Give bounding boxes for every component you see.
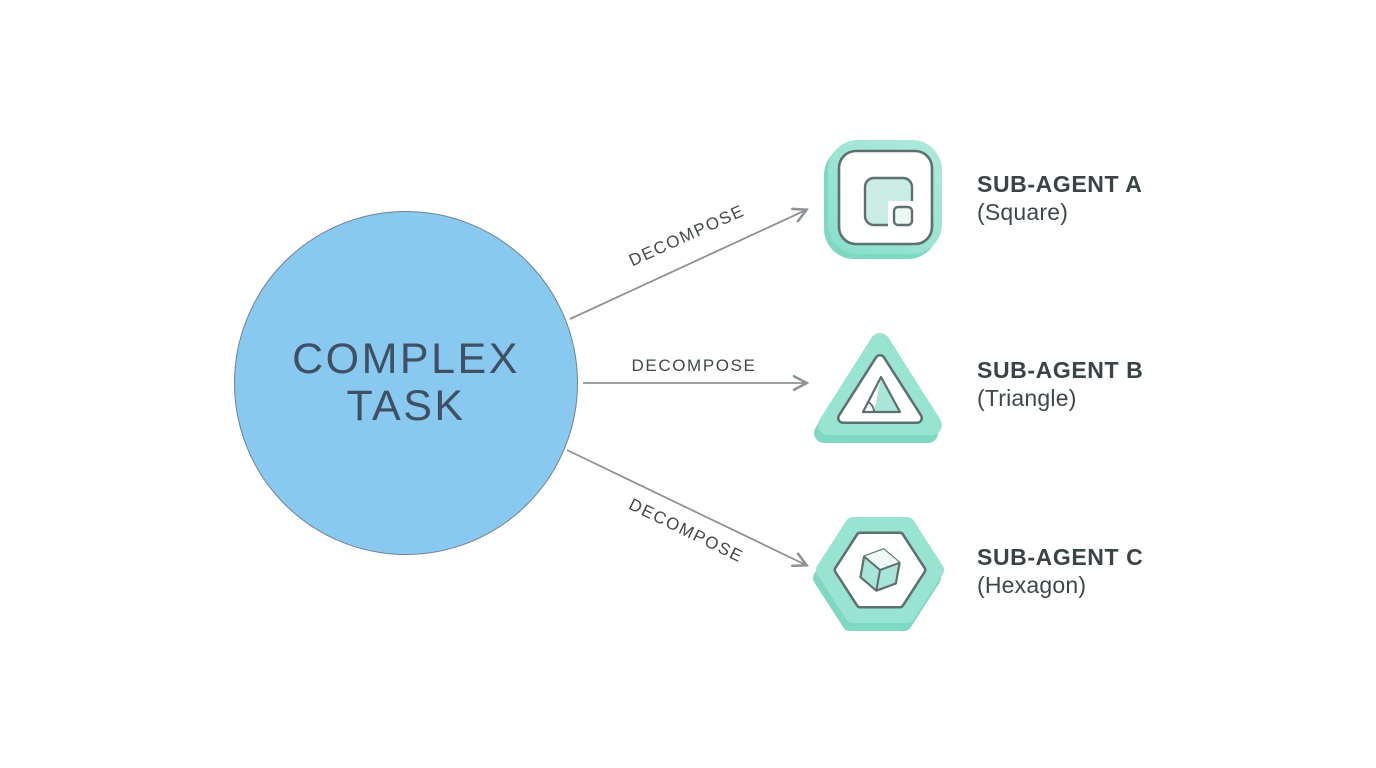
decompose-label-2: DECOMPOSE (631, 356, 757, 375)
subagent-c-shape: (Hexagon) (977, 572, 1087, 598)
square-icon (824, 140, 942, 259)
subagent-a-name: SUB-AGENT A (977, 171, 1143, 197)
complex-task-node: COMPLEX TASK (234, 211, 578, 555)
hexagon-icon (813, 517, 944, 631)
subagent-c-name: SUB-AGENT C (977, 544, 1144, 570)
subagent-b-shape: (Triangle) (977, 385, 1077, 411)
subagent-b-name: SUB-AGENT B (977, 357, 1144, 383)
subagent-a-shape: (Square) (977, 199, 1069, 225)
arrow-to-subagent-a (569, 210, 806, 320)
triangle-icon (814, 333, 942, 443)
arrow-to-subagent-c (566, 449, 806, 565)
subagent-b-label: SUB-AGENT B (Triangle) (977, 356, 1143, 412)
subagent-c-label: SUB-AGENT C (Hexagon) (977, 543, 1143, 599)
subagent-a-label: SUB-AGENT A (Square) (977, 170, 1142, 226)
complex-task-label-line1: COMPLEX (292, 335, 520, 383)
complex-task-label-line2: TASK (346, 382, 466, 430)
